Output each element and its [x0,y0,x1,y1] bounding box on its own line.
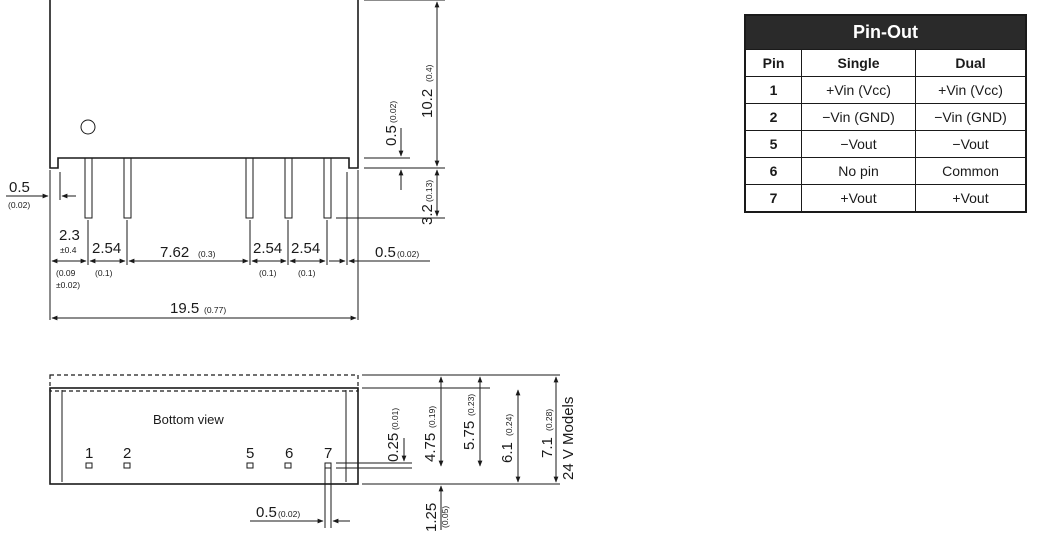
table-row: 7 +Vout +Vout [744,184,1027,213]
dim-first-pin-inch-tol: ±0.02) [56,280,80,290]
dim-height-total-inch: (0.4) [424,64,434,82]
single-function: +Vin (Vcc) [801,76,916,104]
dim-b-label: 4.75 [422,433,439,462]
dim-pin-length-label: 3.2 [419,204,436,225]
module-body-outline [49,0,359,169]
bottom-pin-2 [123,462,131,469]
dim-pitch-c-label: 2.54 [291,240,320,257]
dim-pin-length-inch: (0.13) [424,180,434,202]
dim-pitch-a-inch: (0.1) [95,268,113,278]
dim-e-inch: (0.28) [544,409,554,431]
dual-function: −Vout [915,130,1027,158]
dim-pitch-c-inch: (0.1) [298,268,316,278]
table-row: 5 −Vout −Vout [744,130,1027,158]
dim-gap-label: 7.62 [160,244,189,261]
dim-first-pin-inch: (0.09 [56,268,76,278]
dim-first-pin-label: 2.3 [59,227,80,244]
dim-e-note: 24 V Models [560,397,577,480]
side-view: 10.2 (0.4) 0.5 (0.02) 3.2 (0.13) 0.5 (0.… [6,0,445,321]
pinout-table: Pin-Out Pin Single Dual 1 +Vin (Vcc) +Vi… [744,14,1027,213]
single-function: +Vout [801,184,916,213]
dim-a-label: 0.25 [385,433,402,462]
pin1-marker-circle [80,119,96,135]
dim-d-label: 6.1 [499,442,516,463]
bottom-pin-label-1: 1 [85,445,93,462]
bottom-pin-label-2: 2 [123,445,131,462]
dim-pin-width-label: 0.5 [256,504,277,521]
dim-c-inch: (0.23) [466,394,476,416]
single-function: No pin [801,157,916,185]
single-function: −Vin (GND) [801,103,916,131]
dim-b-inch: (0.19) [427,406,437,428]
dim-gap-inch: (0.3) [198,249,216,259]
dim-e-label: 7.1 [539,437,556,458]
dim-length-label: 19.5 [170,300,199,317]
pin-number: 6 [744,157,802,185]
dim-first-pin-tol: ±0.4 [60,245,77,255]
dim-pitch-a-label: 2.54 [92,240,121,257]
column-header-single: Single [801,49,916,77]
dim-pitch-b-inch: (0.1) [259,268,277,278]
dual-function: +Vin (Vcc) [915,76,1027,104]
table-row: 1 +Vin (Vcc) +Vin (Vcc) [744,76,1027,104]
bottom-pin-1 [85,462,93,469]
pin-number: 5 [744,130,802,158]
dim-standoff-label: 0.5 [383,125,400,146]
bottom-view-body [49,387,359,485]
bottom-pin-label-7: 7 [324,445,332,462]
side-pin-2 [123,157,132,219]
dim-f-inch: (0.05) [440,506,450,528]
pinout-title: Pin-Out [744,14,1027,50]
dim-f-label: 1.25 [423,503,440,532]
pin-number: 1 [744,76,802,104]
bottom-view-dashed-outline [49,374,359,392]
side-pin-5 [245,157,254,219]
table-row: 6 No pin Common [744,157,1027,185]
bottom-view-label: Bottom view [153,412,224,427]
dim-a-inch: (0.01) [390,408,400,430]
dim-c-label: 5.75 [461,421,478,450]
side-pin-1 [84,157,93,219]
pin-number: 2 [744,103,802,131]
pin-number: 7 [744,184,802,213]
bottom-pin-label-6: 6 [285,445,293,462]
bottom-pin-label-5: 5 [246,445,254,462]
column-header-pin: Pin [744,49,802,77]
dim-left-edge-inch: (0.02) [8,200,30,210]
side-pin-6 [284,157,293,219]
dual-function: +Vout [915,184,1027,213]
side-pin-7 [323,157,332,219]
bottom-pin-6 [284,462,292,469]
dim-standoff-inch: (0.02) [388,101,398,123]
single-function: −Vout [801,130,916,158]
dim-right-edge-label: 0.5 [375,244,396,261]
dim-left-edge-label: 0.5 [9,179,30,196]
bottom-view: Bottom view 1 2 5 6 7 0.5 (0.02) 0.25 (0… [49,374,577,532]
dim-height-total-label: 10.2 [419,89,436,118]
bottom-pin-5 [246,462,254,469]
dim-pin-width-inch: (0.02) [278,509,300,519]
dim-d-inch: (0.24) [504,414,514,436]
dual-function: −Vin (GND) [915,103,1027,131]
column-header-dual: Dual [915,49,1027,77]
dim-pitch-b-label: 2.54 [253,240,282,257]
bottom-pin-7 [324,462,332,469]
dim-right-edge-inch: (0.02) [397,249,419,259]
dim-length-inch: (0.77) [204,305,226,315]
dual-function: Common [915,157,1027,185]
table-row: 2 −Vin (GND) −Vin (GND) [744,103,1027,131]
